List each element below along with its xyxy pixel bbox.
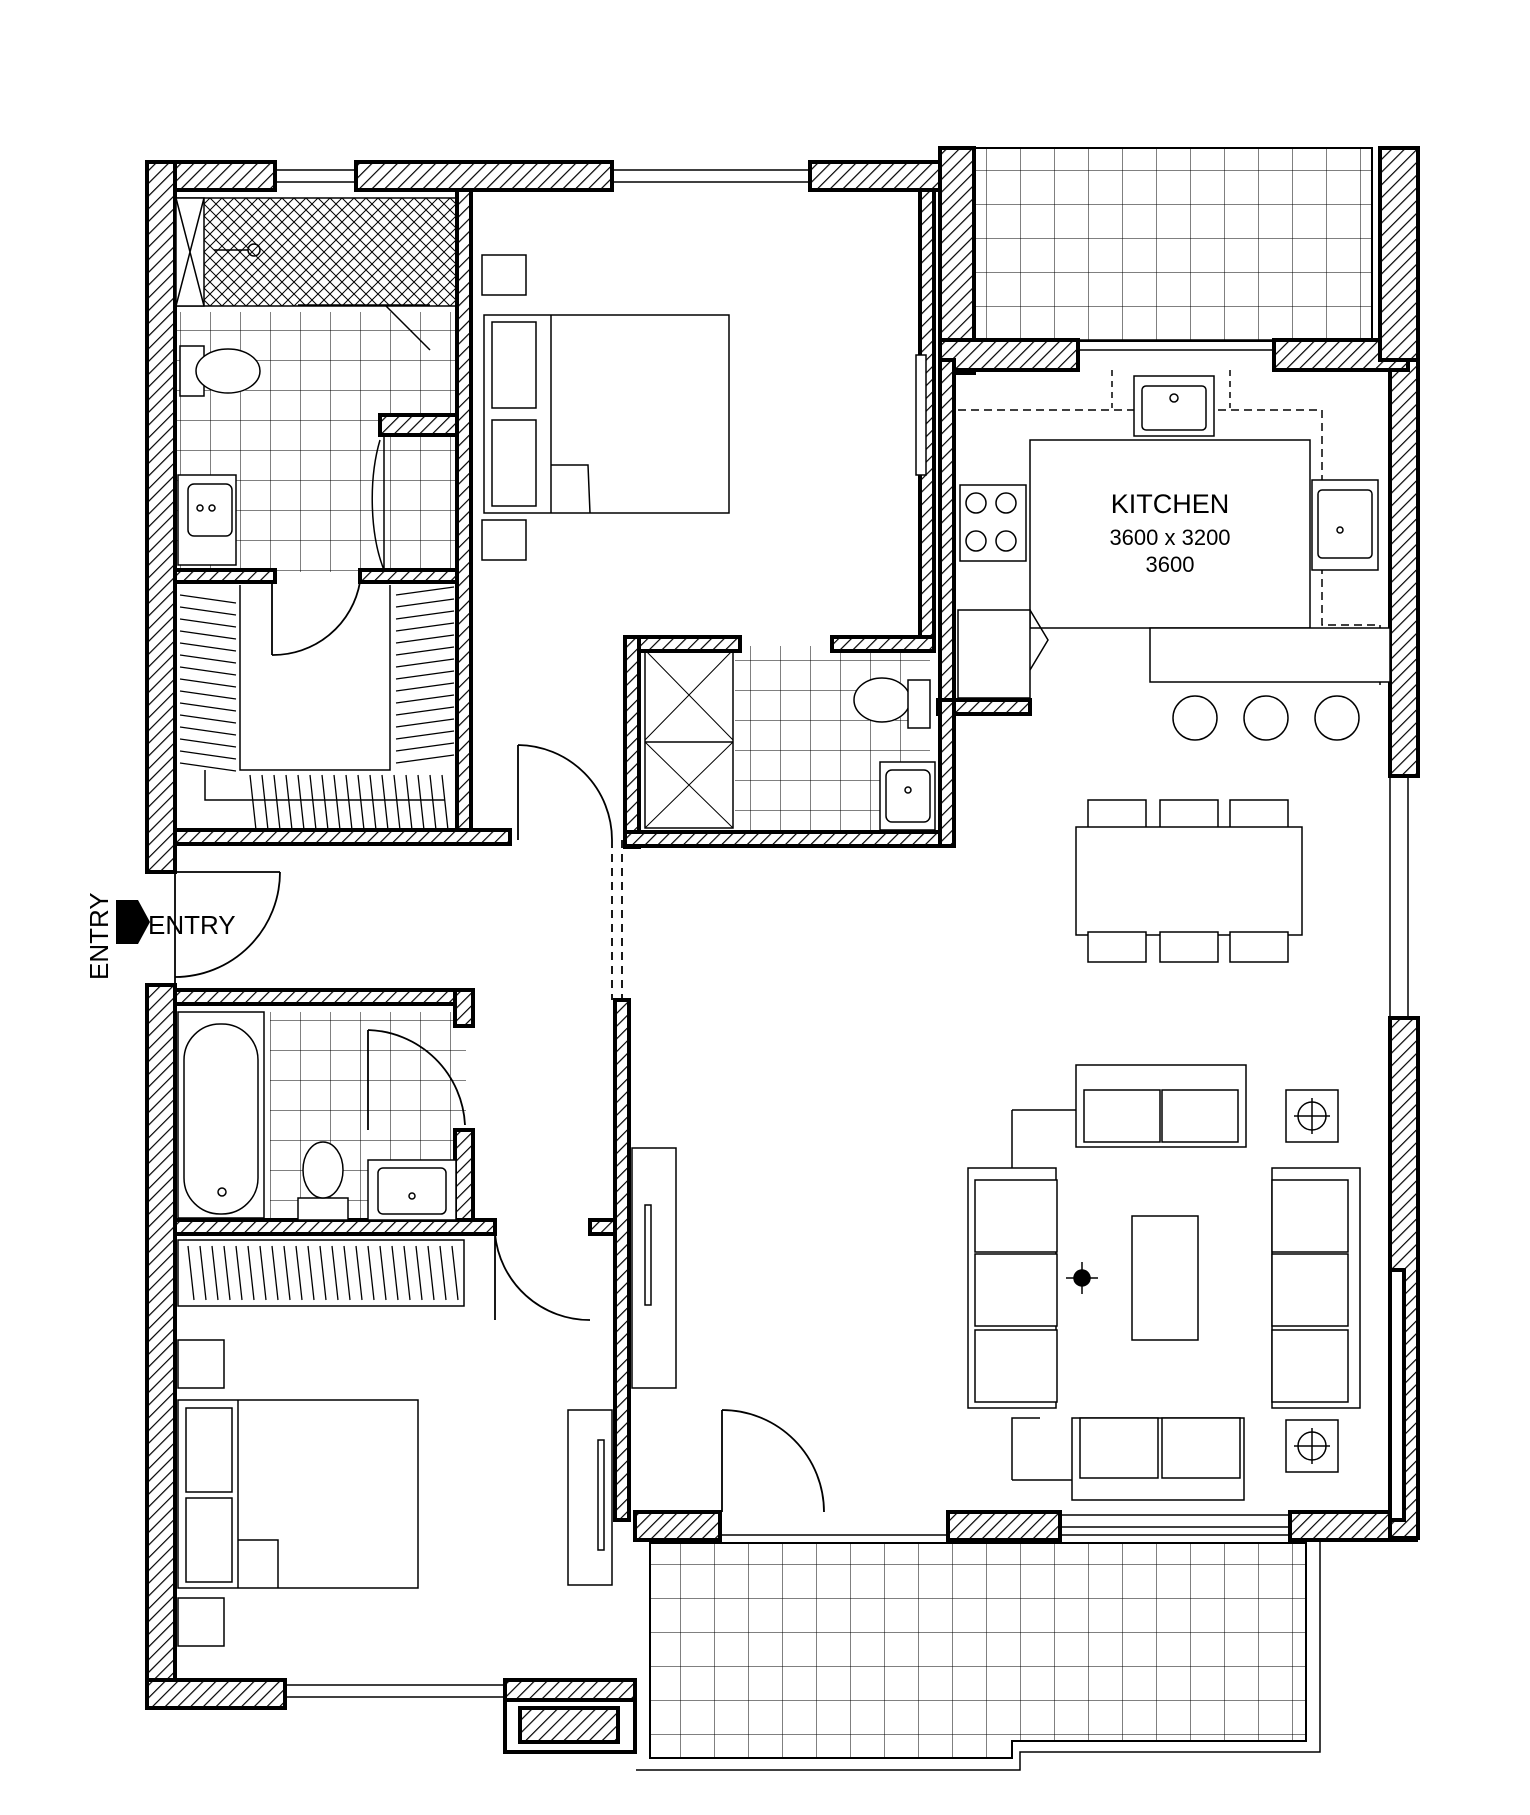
- ensuite: [175, 197, 431, 571]
- windows: [274, 169, 1409, 1698]
- lounge: [631, 1064, 1361, 1501]
- kitchen-label: KITCHEN: [1111, 489, 1230, 519]
- kitchen: [957, 370, 1391, 741]
- doors: [174, 581, 825, 1513]
- walls: [145, 146, 1420, 1754]
- walk-in-robe: [179, 585, 455, 831]
- entry-label-vertical: ENTRY: [84, 892, 114, 980]
- bedroom-2: [177, 1239, 613, 1647]
- balcony-top: [973, 147, 1373, 342]
- kitchen-dimensions: 3600 x 3200: [1109, 525, 1230, 550]
- master-bedroom: [481, 254, 927, 561]
- entry-marker: [116, 900, 150, 944]
- balcony-bottom: [636, 1534, 1321, 1771]
- entry-label: ENTRY: [148, 910, 236, 940]
- kitchen-ceiling-height: 3600: [1146, 552, 1195, 577]
- dining-table: [1075, 799, 1303, 963]
- laundry: [853, 677, 936, 831]
- bathroom: [177, 1011, 457, 1221]
